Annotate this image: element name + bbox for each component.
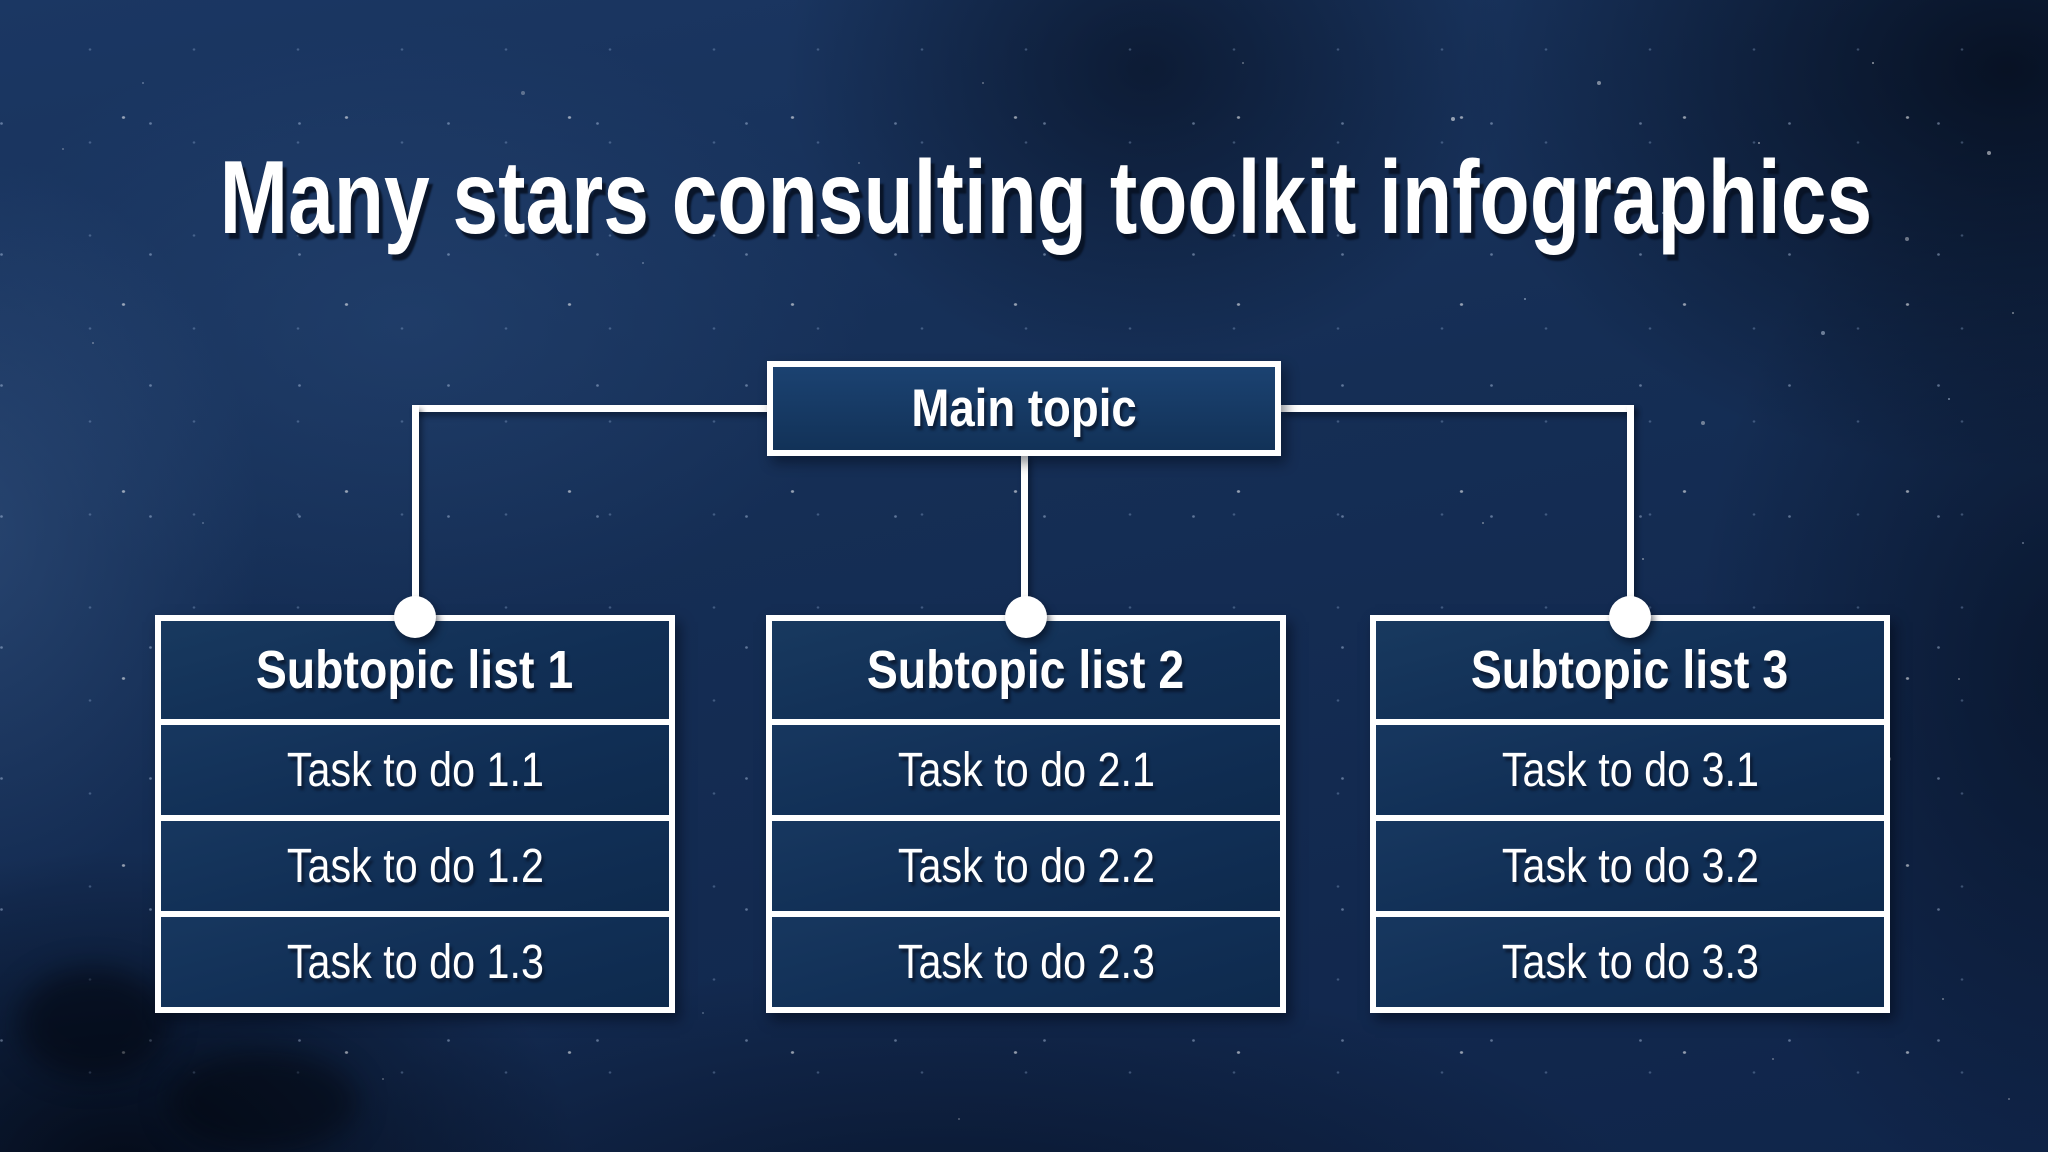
- connector-dot: [1609, 596, 1651, 638]
- subtopic-group-3: Subtopic list 3 Task to do 3.1 Task to d…: [1370, 615, 1890, 1013]
- connector-dot: [1005, 596, 1047, 638]
- page-title-text: Many stars consulting toolkit infographi…: [219, 140, 1873, 256]
- subtopic-header: Subtopic list 2: [772, 621, 1280, 719]
- subtopic-header-label: Subtopic list 2: [867, 640, 1185, 700]
- task-label: Task to do 2.1: [897, 743, 1155, 797]
- task-label: Task to do 1.3: [286, 935, 544, 989]
- task-item: Task to do 1.2: [161, 821, 669, 911]
- task-item: Task to do 2.2: [772, 821, 1280, 911]
- task-item: Task to do 2.3: [772, 917, 1280, 1007]
- main-topic-label: Main topic: [911, 379, 1137, 438]
- connector-line-left-vertical: [412, 405, 419, 617]
- task-label: Task to do 3.2: [1501, 839, 1759, 893]
- task-item: Task to do 1.1: [161, 725, 669, 815]
- page-title: Many stars consulting toolkit infographi…: [0, 146, 2048, 250]
- starfield-decoration: [0, 0, 2, 2]
- task-label: Task to do 3.3: [1501, 935, 1759, 989]
- task-label: Task to do 1.2: [286, 839, 544, 893]
- task-item: Task to do 3.2: [1376, 821, 1884, 911]
- watercolor-blob: [18, 968, 168, 1078]
- connector-dot: [394, 596, 436, 638]
- task-item: Task to do 2.1: [772, 725, 1280, 815]
- main-topic-box: Main topic: [767, 361, 1281, 456]
- subtopic-group-2: Subtopic list 2 Task to do 2.1 Task to d…: [766, 615, 1286, 1013]
- connector-line-right-horizontal: [1281, 405, 1634, 412]
- connector-line-right-vertical: [1627, 405, 1634, 617]
- connector-line-left-horizontal: [412, 405, 767, 412]
- subtopic-header-label: Subtopic list 3: [1471, 640, 1789, 700]
- task-label: Task to do 2.2: [897, 839, 1155, 893]
- task-item: Task to do 3.3: [1376, 917, 1884, 1007]
- task-item: Task to do 3.1: [1376, 725, 1884, 815]
- subtopic-header-label: Subtopic list 1: [256, 640, 574, 700]
- task-item: Task to do 1.3: [161, 917, 669, 1007]
- task-label: Task to do 1.1: [286, 743, 544, 797]
- task-label: Task to do 3.1: [1501, 743, 1759, 797]
- subtopic-group-1: Subtopic list 1 Task to do 1.1 Task to d…: [155, 615, 675, 1013]
- task-label: Task to do 2.3: [897, 935, 1155, 989]
- watercolor-blob: [168, 1052, 358, 1152]
- connector-line-center-vertical: [1021, 454, 1028, 617]
